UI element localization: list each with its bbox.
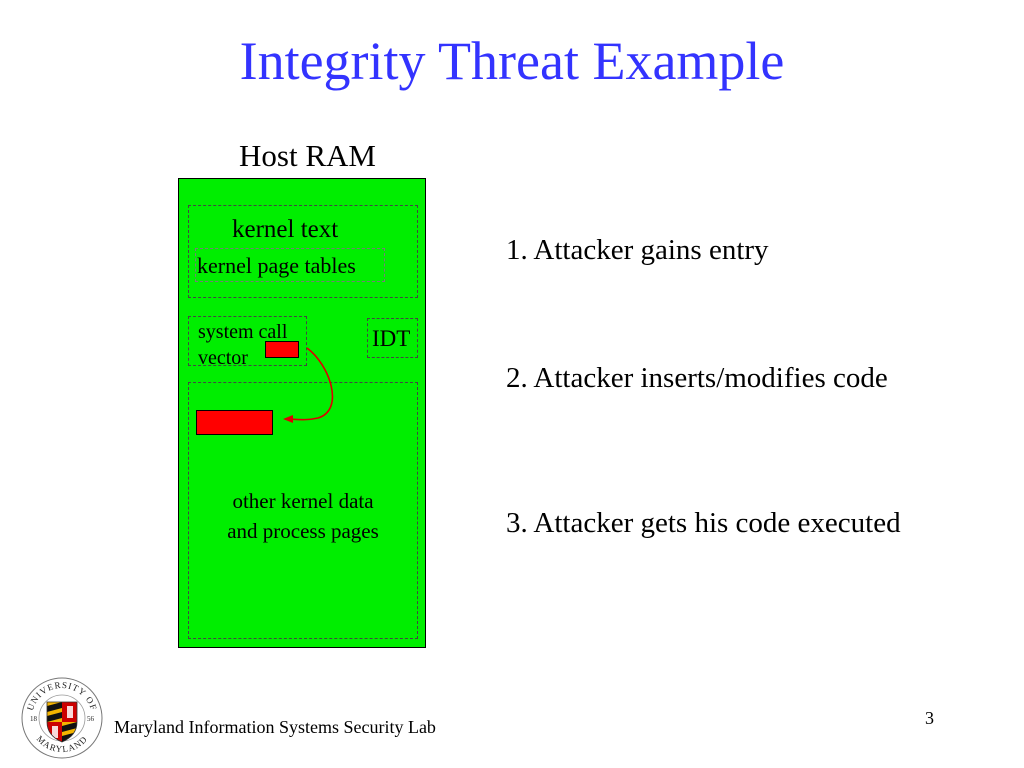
kernel-text-label: kernel text <box>232 216 339 243</box>
kernel-page-tables-label: kernel page tables <box>197 253 356 278</box>
other-kernel-data-label-line2: and process pages <box>227 519 379 543</box>
step-3: 3. Attacker gets his code executed <box>506 507 901 539</box>
system-call-vector-region <box>188 316 307 366</box>
step-1: 1. Attacker gains entry <box>506 234 769 266</box>
host-ram-label: Host RAM <box>239 138 376 173</box>
idt-label: IDT <box>372 326 411 351</box>
kernel-page-tables-box <box>195 248 385 282</box>
modified-vector-entry <box>265 341 299 358</box>
slide-title: Integrity Threat Example <box>239 31 785 91</box>
seal-year-left: 18 <box>30 715 38 723</box>
other-kernel-data-label-line1: other kernel data <box>232 489 374 513</box>
kernel-region <box>188 205 418 298</box>
other-kernel-data-region <box>188 382 418 639</box>
footer-lab-name: Maryland Information Systems Security La… <box>114 717 436 737</box>
idt-region <box>367 318 418 358</box>
university-seal-logo: UNIVERSITY OF MARYLAND 18 56 <box>21 677 103 759</box>
system-call-vector-label-line2: vector <box>198 347 248 369</box>
injected-code-block <box>196 410 273 435</box>
step-2: 2. Attacker inserts/modifies code <box>506 362 888 394</box>
system-call-vector-label-line1: system call <box>198 321 288 343</box>
seal-year-right: 56 <box>87 715 95 723</box>
page-number: 3 <box>925 708 934 728</box>
